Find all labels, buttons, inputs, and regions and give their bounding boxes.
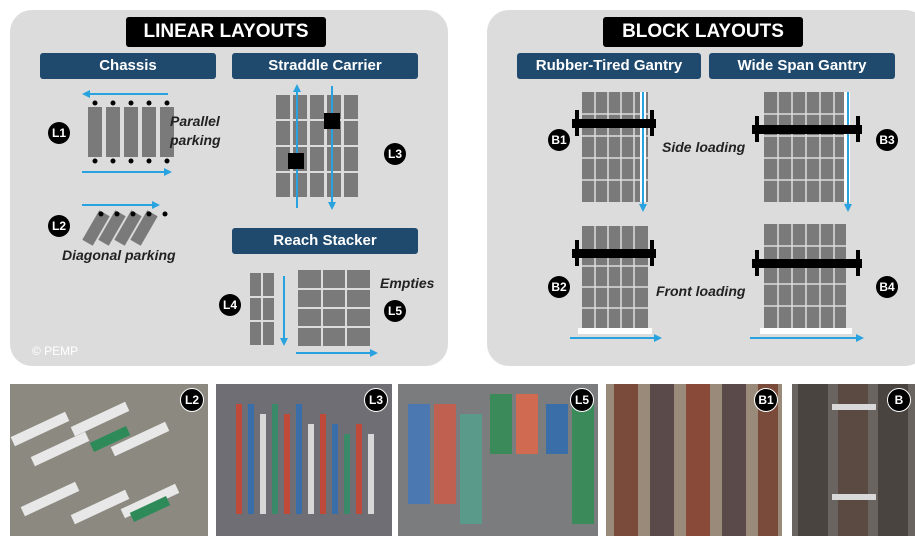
badge-b3: B3: [876, 129, 898, 151]
straddle-carrier-rows: [276, 84, 358, 210]
rtg-front-loading-block: [570, 226, 662, 342]
chassis-header: Chassis: [40, 53, 216, 79]
badge-l3: L3: [384, 143, 406, 165]
linear-layouts-title: LINEAR LAYOUTS: [126, 17, 326, 47]
side-loading-label: Side loading: [662, 139, 746, 155]
wsg-header: Wide Span Gantry: [709, 53, 895, 79]
badge-l2: L2: [48, 215, 70, 237]
empties-stack: [296, 270, 378, 357]
aerial-photo-b1: B1: [606, 384, 782, 536]
credit-text: © PEMP: [32, 344, 79, 358]
photo-badge-b: B: [887, 388, 911, 412]
diagonal-label: Diagonal parking: [62, 247, 176, 263]
chassis-diagonal-rows: [82, 201, 168, 246]
wsg-front-loading-block: [750, 224, 864, 342]
aerial-photo-l3: L3: [216, 384, 392, 536]
photo-badge-l2: L2: [180, 388, 204, 412]
badge-b1: B1: [548, 129, 570, 151]
badge-l4: L4: [219, 294, 241, 316]
parallel-label-line2: parking: [170, 132, 221, 148]
empties-label: Empties: [380, 275, 435, 291]
wsg-side-loading-block: [752, 92, 862, 212]
rtg-side-loading-block: [572, 92, 656, 212]
chassis-parallel-rows: [82, 90, 174, 176]
straddle-carrier-header: Straddle Carrier: [232, 53, 418, 79]
aerial-photo-l5: L5: [398, 384, 598, 536]
photo-badge-l3: L3: [364, 388, 388, 412]
parallel-label-line1: Parallel: [170, 113, 220, 129]
aerial-photo-l2: L2: [10, 384, 208, 536]
badge-b2: B2: [548, 276, 570, 298]
badge-l5: L5: [384, 300, 406, 322]
photo-badge-b1: B1: [754, 388, 778, 412]
block-layouts-title: BLOCK LAYOUTS: [603, 17, 803, 47]
photo-badge-l5: L5: [570, 388, 594, 412]
badge-l1: L1: [48, 122, 70, 144]
rtg-header: Rubber-Tired Gantry: [517, 53, 701, 79]
reach-stacker-header: Reach Stacker: [232, 228, 418, 254]
reach-stacker-rows: [250, 273, 288, 346]
aerial-photo-b: B: [792, 384, 915, 536]
badge-b4: B4: [876, 276, 898, 298]
front-loading-label: Front loading: [656, 283, 746, 299]
